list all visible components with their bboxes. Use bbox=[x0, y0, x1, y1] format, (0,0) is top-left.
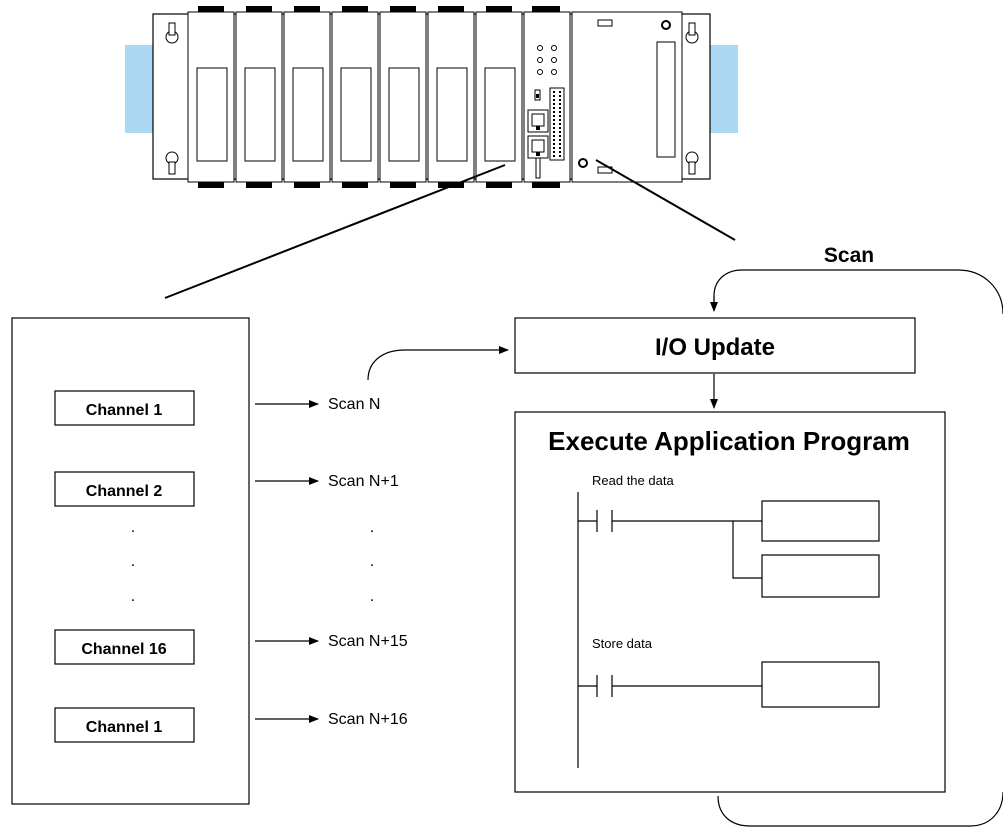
terminal-pin bbox=[553, 127, 555, 129]
channel-row-1: Channel 1 Scan N bbox=[54, 390, 380, 426]
channel-box bbox=[54, 707, 195, 743]
terminal-pin bbox=[559, 135, 561, 137]
channel-label: Channel 1 bbox=[86, 402, 163, 419]
ellipsis-dots: . . . . . . bbox=[131, 519, 374, 605]
comm-port-icon bbox=[527, 135, 549, 159]
branch-wire bbox=[732, 521, 762, 579]
cpu-module bbox=[523, 6, 571, 188]
terminal-pin bbox=[553, 139, 555, 141]
terminal-pin bbox=[553, 143, 555, 145]
terminal-pin bbox=[553, 131, 555, 133]
scan-to-io-arrow bbox=[367, 346, 509, 381]
terminal-pin bbox=[559, 139, 561, 141]
terminal-pin bbox=[559, 111, 561, 113]
execute-program-title: Execute Application Program bbox=[548, 426, 910, 456]
terminal-pin bbox=[553, 151, 555, 153]
channel-label: Channel 1 bbox=[86, 719, 163, 736]
contact-icon bbox=[578, 675, 762, 697]
channel-row-repeat: Channel 1 Scan N+16 bbox=[54, 707, 408, 743]
io-module bbox=[235, 6, 283, 188]
terminal-pin bbox=[559, 119, 561, 121]
rack-mount-wing-left bbox=[125, 45, 157, 133]
function-block bbox=[761, 554, 880, 598]
io-module bbox=[283, 6, 331, 188]
channel-box bbox=[54, 390, 195, 426]
execute-program-box bbox=[514, 411, 946, 793]
mount-hole-top-left-icon bbox=[165, 22, 179, 44]
scan-label: Scan N bbox=[328, 396, 380, 413]
ellipsis-dot: . bbox=[370, 519, 374, 536]
terminal-pin bbox=[559, 95, 561, 97]
terminal-pin bbox=[559, 91, 561, 93]
terminal-pin bbox=[553, 107, 555, 109]
terminal-pin bbox=[559, 107, 561, 109]
io-module bbox=[331, 6, 379, 188]
plc-rack bbox=[125, 6, 738, 188]
terminal-pin bbox=[559, 155, 561, 157]
ellipsis-dot: . bbox=[131, 553, 135, 570]
terminal-pin bbox=[553, 103, 555, 105]
ellipsis-dot: . bbox=[131, 588, 135, 605]
terminal-pin bbox=[559, 99, 561, 101]
scan-loop-bottom bbox=[717, 791, 1003, 827]
terminal-pin bbox=[553, 155, 555, 157]
ellipsis-dot: . bbox=[370, 553, 374, 570]
terminal-pin bbox=[559, 143, 561, 145]
terminal-pin bbox=[553, 95, 555, 97]
terminal-pin bbox=[553, 99, 555, 101]
io-module bbox=[427, 6, 475, 188]
channel-label: Channel 2 bbox=[86, 483, 163, 500]
terminal-pin bbox=[559, 115, 561, 117]
io-module-analog bbox=[475, 6, 523, 188]
rack-mount-wing-right bbox=[706, 45, 738, 133]
terminal-block-icon bbox=[549, 87, 565, 161]
terminal-pin bbox=[559, 151, 561, 153]
ellipsis-dot: . bbox=[131, 519, 135, 536]
scan-label: Scan N+15 bbox=[328, 633, 408, 650]
io-module bbox=[187, 6, 235, 188]
io-modules bbox=[187, 6, 523, 188]
zoom-line-right bbox=[595, 159, 736, 241]
mount-hole-top-right-icon bbox=[685, 22, 699, 44]
terminal-pin bbox=[559, 147, 561, 149]
scan-loop-top bbox=[713, 269, 1003, 315]
read-data-label: Read the data bbox=[592, 473, 674, 488]
terminal-pin bbox=[559, 123, 561, 125]
function-block bbox=[761, 500, 880, 542]
zoom-line-left bbox=[164, 164, 506, 299]
scan-title: Scan bbox=[824, 244, 874, 267]
terminal-pin bbox=[553, 115, 555, 117]
terminal-pin bbox=[553, 91, 555, 93]
scan-label: Scan N+1 bbox=[328, 473, 399, 490]
io-update-label: I/O Update bbox=[655, 334, 775, 361]
terminal-pin bbox=[553, 123, 555, 125]
io-module bbox=[379, 6, 427, 188]
power-supply bbox=[571, 11, 683, 183]
terminal-pin bbox=[559, 127, 561, 129]
ladder-diagram: Read the data Store data bbox=[577, 473, 880, 768]
mount-hole-bottom-right-icon bbox=[685, 151, 699, 175]
function-block bbox=[761, 661, 880, 708]
channel-box bbox=[54, 471, 195, 507]
scan-label: Scan N+16 bbox=[328, 711, 408, 728]
terminal-pin bbox=[553, 111, 555, 113]
terminal-pin bbox=[559, 103, 561, 105]
contact-icon bbox=[578, 510, 762, 532]
terminal-pin bbox=[553, 147, 555, 149]
store-data-label: Store data bbox=[592, 636, 653, 651]
io-update-box bbox=[514, 317, 916, 374]
status-led-icon bbox=[537, 45, 557, 75]
channel-row-2: Channel 2 Scan N+1 bbox=[54, 471, 399, 507]
channel-row-16: Channel 16 Scan N+15 bbox=[54, 629, 408, 665]
terminal-pin bbox=[553, 119, 555, 121]
comm-port-icon bbox=[527, 109, 549, 133]
ellipsis-dot: . bbox=[370, 588, 374, 605]
channel-label: Channel 16 bbox=[81, 641, 166, 658]
terminal-pin bbox=[559, 131, 561, 133]
channel-box bbox=[54, 629, 195, 665]
mount-hole-bottom-left-icon bbox=[165, 151, 179, 175]
terminal-pin bbox=[553, 135, 555, 137]
